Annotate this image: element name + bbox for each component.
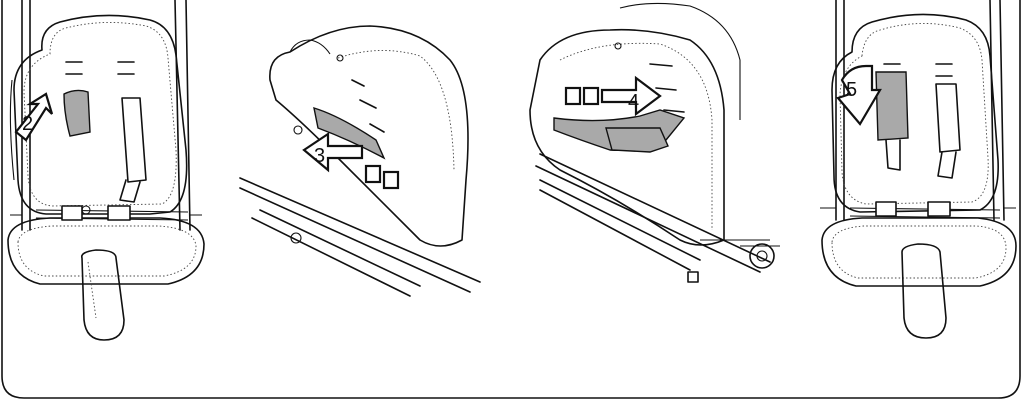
- step-4-arrow: 4: [566, 78, 660, 114]
- step-4-number: 4: [628, 91, 639, 113]
- step-3-number: 3: [314, 145, 325, 167]
- step-2-number: 2: [22, 113, 33, 135]
- panel-step-2: 2: [8, 0, 204, 340]
- panel-step-4: 4: [530, 3, 780, 282]
- panel-step-5: 5: [820, 0, 1016, 338]
- step-5-number: 5: [846, 79, 857, 101]
- panel-step-3: 3: [240, 26, 480, 296]
